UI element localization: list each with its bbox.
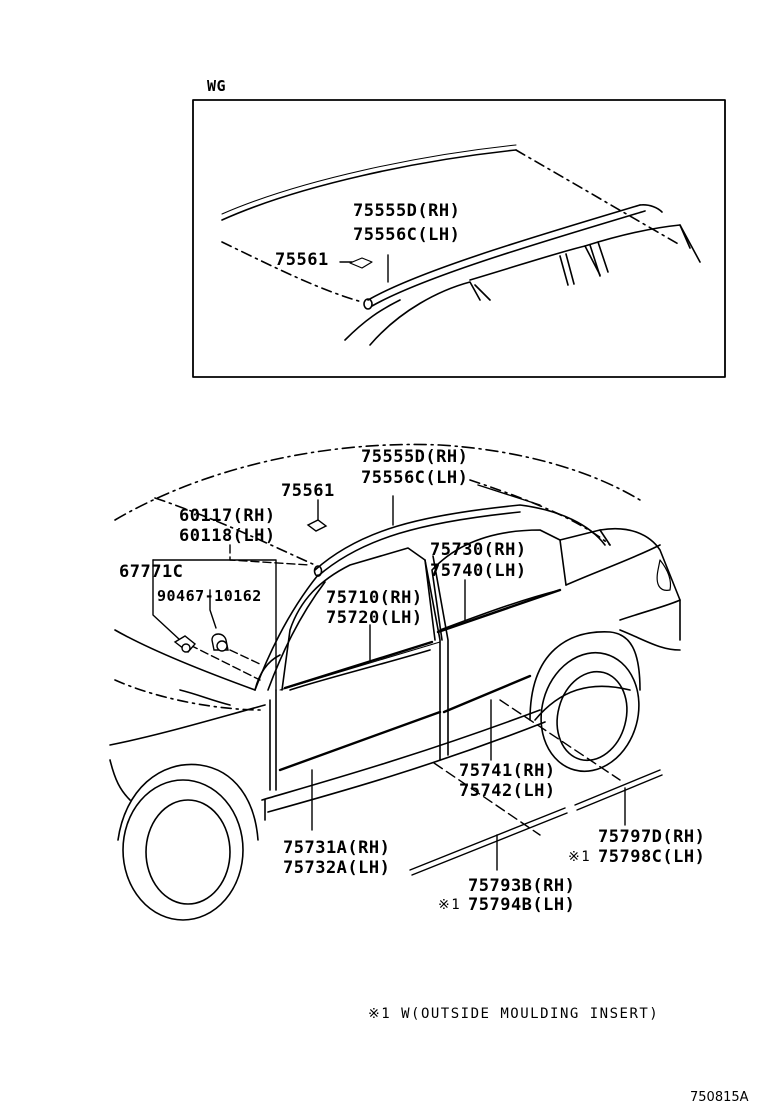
label-clip: 75561 xyxy=(281,481,335,501)
footnote: ※1 W(OUTSIDE MOULDING INSERT) xyxy=(368,1006,660,1022)
label-rocker-front-lh: 75794B(LH) xyxy=(468,895,576,915)
label-front-belt-lh: 75720(LH) xyxy=(326,608,423,628)
label-mark-rocker-front: ※1 xyxy=(438,897,462,913)
label-front-side-rh: 75731A(RH) xyxy=(283,838,391,858)
label-rocker-front-rh: 75793B(RH) xyxy=(468,876,576,896)
label-rear-side-lh: 75742(LH) xyxy=(459,781,556,801)
inset-label-rail-lh: 75556C(LH) xyxy=(353,225,461,245)
inset-label-clip: 75561 xyxy=(275,250,329,270)
inset-roof-drawing xyxy=(221,144,701,346)
label-rear-belt-rh: 75730(RH) xyxy=(430,540,527,560)
label-rear-side-rh: 75741(RH) xyxy=(459,761,556,781)
label-clip-c: 67771C xyxy=(119,562,184,582)
label-emblem-rh: 60117(RH) xyxy=(179,506,276,526)
label-front-belt-rh: 75710(RH) xyxy=(326,588,423,608)
diagram-code: 750815A xyxy=(690,1090,749,1105)
label-front-side-lh: 75732A(LH) xyxy=(283,858,391,878)
label-rocker-rear-rh: 75797D(RH) xyxy=(598,827,706,847)
fastener-parts xyxy=(173,519,328,653)
label-screw: 90467-10162 xyxy=(157,587,262,605)
label-roof-rail-rh: 75555D(RH) xyxy=(361,447,469,467)
label-rear-belt-lh: 75740(LH) xyxy=(430,561,527,581)
label-rocker-rear-lh: 75798C(LH) xyxy=(598,847,706,867)
label-emblem-lh: 60118(LH) xyxy=(179,526,276,546)
leader-lines xyxy=(152,254,626,871)
label-roof-rail-lh: 75556C(LH) xyxy=(361,468,469,488)
loose-mouldings xyxy=(278,588,663,876)
label-mark-rocker-rear: ※1 xyxy=(568,849,592,865)
inset-title: WG xyxy=(207,77,227,95)
inset-label-rail-rh: 75555D(RH) xyxy=(353,201,461,221)
inset-frame xyxy=(192,99,726,378)
